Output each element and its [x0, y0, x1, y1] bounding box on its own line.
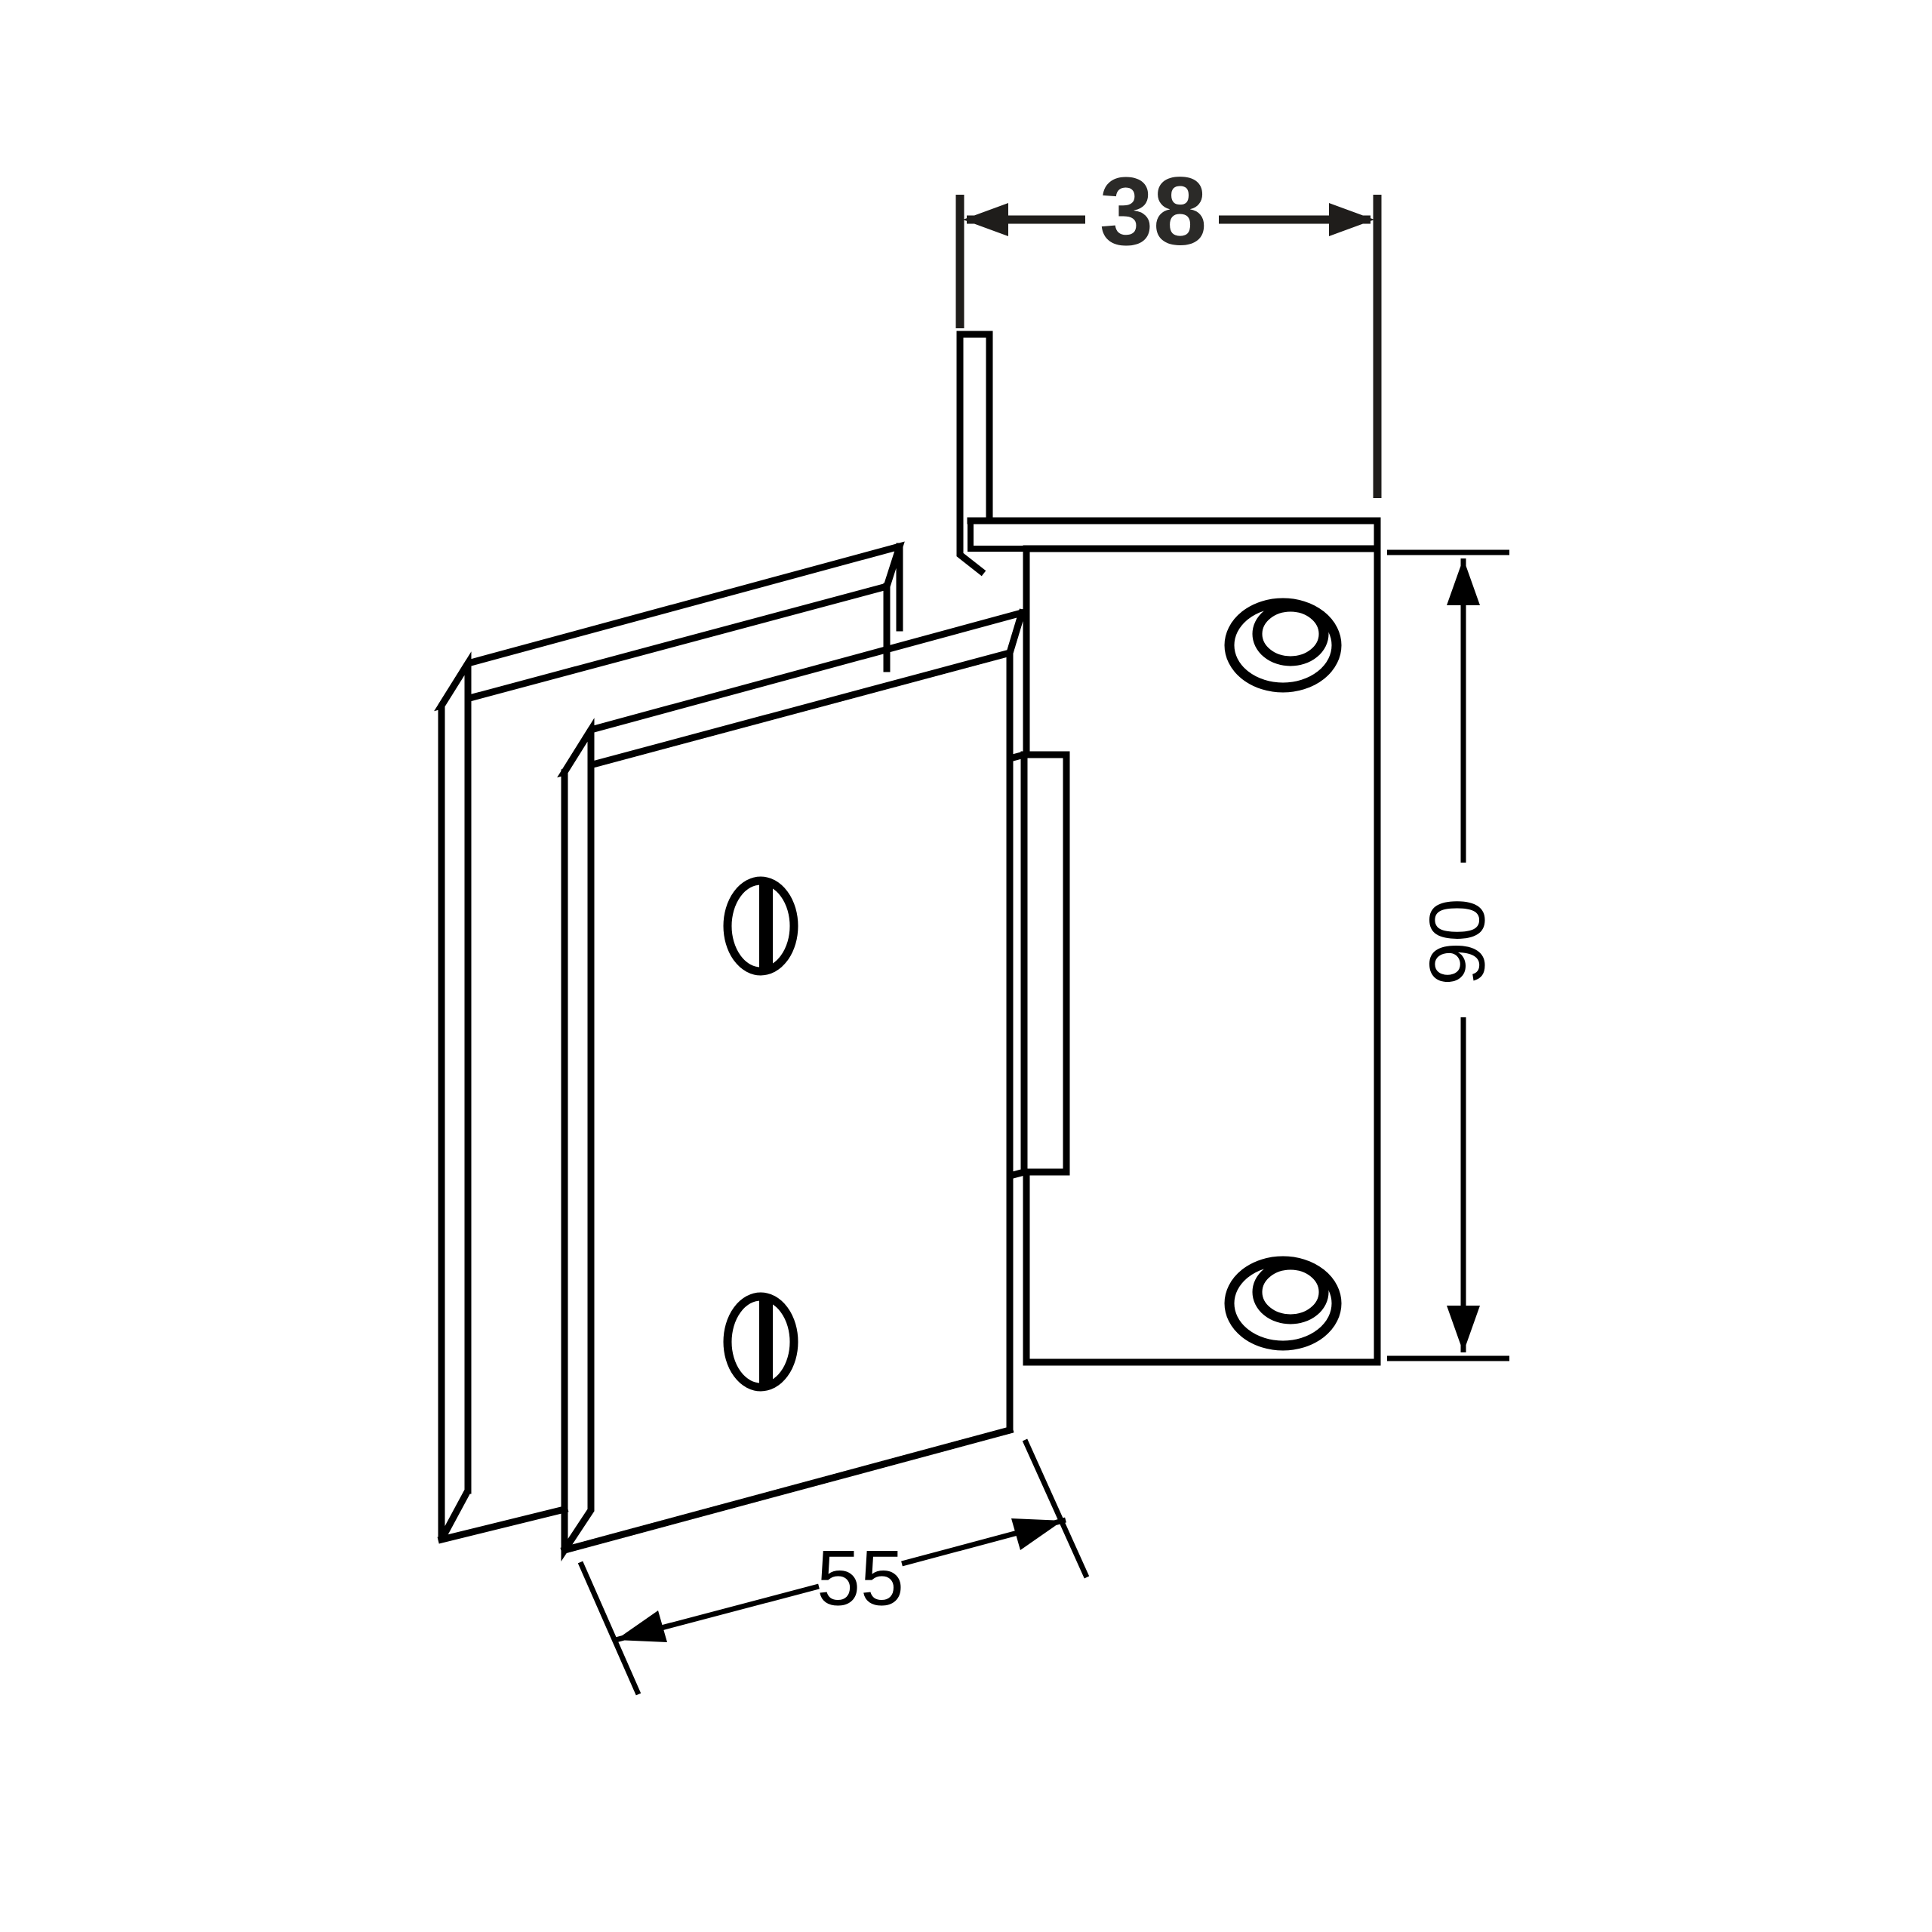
dim-38-arrow-right — [1329, 203, 1374, 236]
mounting-tab — [956, 331, 993, 577]
dim-38-arrow-left — [963, 203, 1008, 236]
dim-55-label: 55 — [817, 1534, 904, 1622]
wall-plate-lip-return — [968, 518, 1029, 552]
screw-lower — [723, 1292, 798, 1392]
dimension-55: 55 — [577, 1438, 1090, 1696]
mounting-tab-vertical — [956, 331, 993, 525]
glass-plate-front — [557, 608, 1027, 1561]
knuckle-right-slab — [1020, 751, 1070, 1176]
screw-upper — [723, 876, 798, 976]
hole-lower-inner-ring — [1252, 1260, 1329, 1324]
glass-plate-rear-left-edge — [438, 651, 472, 1542]
glass-plate-front-right-bevel — [1005, 608, 1026, 657]
glass-plate-front-left-edge — [561, 718, 595, 1561]
wall-plate-top-lip — [967, 517, 1381, 552]
screw-upper-head — [723, 876, 798, 976]
dimension-38: 38 — [955, 158, 1382, 498]
glass-plate-rear — [434, 541, 905, 1544]
glass-plate-front-face — [561, 648, 1014, 1555]
dim-38-label: 38 — [1100, 158, 1207, 266]
hole-upper — [1224, 598, 1342, 693]
dim-90-arrow-bottom — [1447, 1306, 1480, 1352]
dim-55-arrow-right — [1011, 1518, 1063, 1550]
glass-plate-rear-bottom-edge — [437, 1505, 569, 1544]
hole-lower — [1224, 1256, 1342, 1351]
dim-55-ext-right — [1022, 1438, 1090, 1579]
dim-55-ext-left — [577, 1561, 641, 1696]
dim-90-arrow-top — [1447, 558, 1480, 605]
dim-90-label: 90 — [1414, 898, 1501, 986]
glass-plate-front-bottom-edge — [560, 1426, 1014, 1555]
hole-upper-inner-ring — [1252, 601, 1329, 666]
screw-lower-head — [723, 1292, 798, 1392]
dimension-90: 90 — [1387, 549, 1509, 1361]
mounting-tab-foot — [956, 517, 986, 577]
dim-55-arrow-left — [616, 1611, 667, 1642]
